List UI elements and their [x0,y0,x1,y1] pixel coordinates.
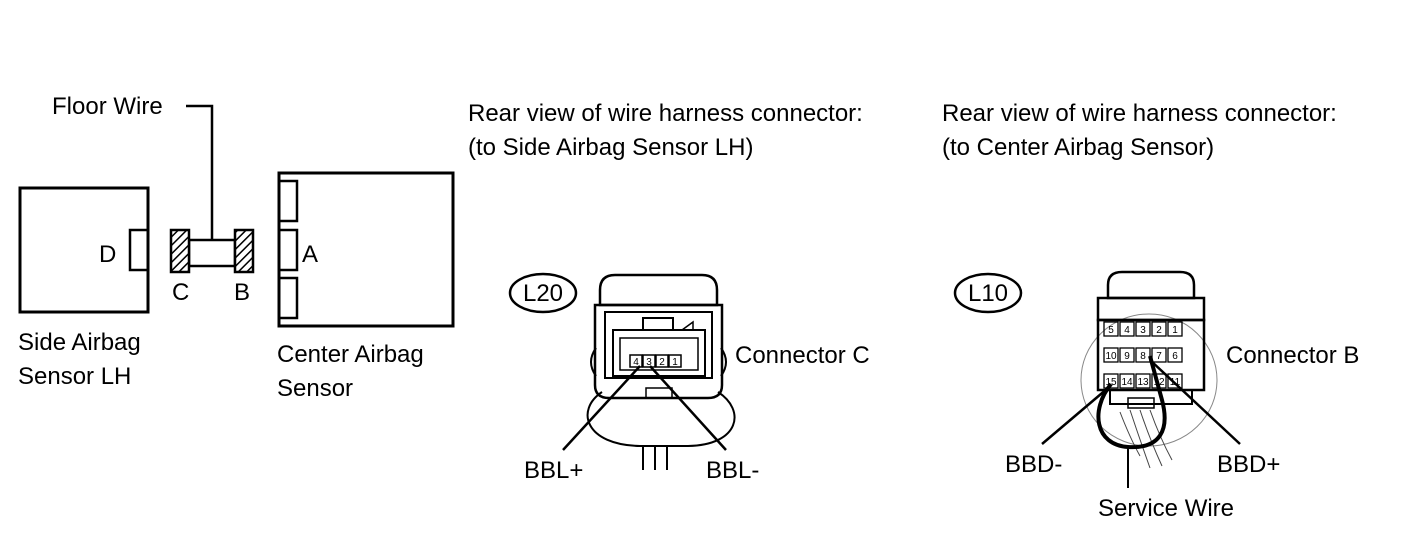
floor-wire: Floor Wire C B [52,93,255,306]
pin-9: 9 [1124,351,1130,362]
pin-1: 1 [672,357,678,368]
pin-6: 6 [1172,351,1178,362]
pin-3: 3 [1140,325,1146,336]
pin-4: 4 [1124,325,1130,336]
pin-14: 14 [1121,377,1133,388]
connector-b-heading-2: (to Center Airbag Sensor) [942,134,1214,161]
connector-c-name: Connector C [735,342,870,369]
connector-b-view: Rear view of wire harness connector: (to… [942,100,1359,522]
center-sensor-label-2: Sensor [277,375,353,402]
connector-c-heading-2: (to Side Airbag Sensor LH) [468,134,753,161]
pin-13: 13 [1137,377,1149,388]
terminal-bbl-plus: BBL+ [524,457,583,484]
pin-4: 4 [633,357,639,368]
pin-7: 7 [1156,351,1162,362]
connector-d-label: D [99,241,116,268]
connector-a-label: A [302,241,318,268]
terminal-bbd-plus: BBD+ [1217,451,1280,478]
connector-b-heading-1: Rear view of wire harness connector: [942,100,1337,127]
terminal-bbd-minus: BBD- [1005,451,1062,478]
connector-c-heading-1: Rear view of wire harness connector: [468,100,863,127]
connector-b-label: B [234,279,250,306]
terminal-bbl-minus: BBL- [706,457,759,484]
side-sensor-label-2: Sensor LH [18,363,131,390]
service-wire-label: Service Wire [1098,495,1234,522]
center-airbag-sensor: A Center Airbag Sensor [277,171,455,402]
center-sensor-label-1: Center Airbag [277,341,424,368]
pin-10: 10 [1105,351,1117,362]
pin-3: 3 [646,357,652,368]
connector-b-name: Connector B [1226,342,1359,369]
code-l10-badge [953,272,1023,314]
pin-8: 8 [1140,351,1146,362]
pin-2: 2 [1156,325,1162,336]
connector-c-view: Rear view of wire harness connector: (to… [468,100,870,484]
connector-b [233,228,255,274]
code-l20-badge [508,272,578,314]
code-l20: L20 [523,280,563,307]
pin-1: 1 [1172,325,1178,336]
connector-c-label: C [172,279,189,306]
pin-5: 5 [1108,325,1114,336]
pin-15: 15 [1105,377,1117,388]
side-sensor-label-1: Side Airbag [18,329,141,356]
side-airbag-sensor: D Side Airbag Sensor LH [18,186,150,390]
connector-c [169,228,191,274]
pin-2: 2 [659,357,665,368]
floor-wire-label: Floor Wire [52,93,163,120]
code-l10: L10 [968,280,1008,307]
